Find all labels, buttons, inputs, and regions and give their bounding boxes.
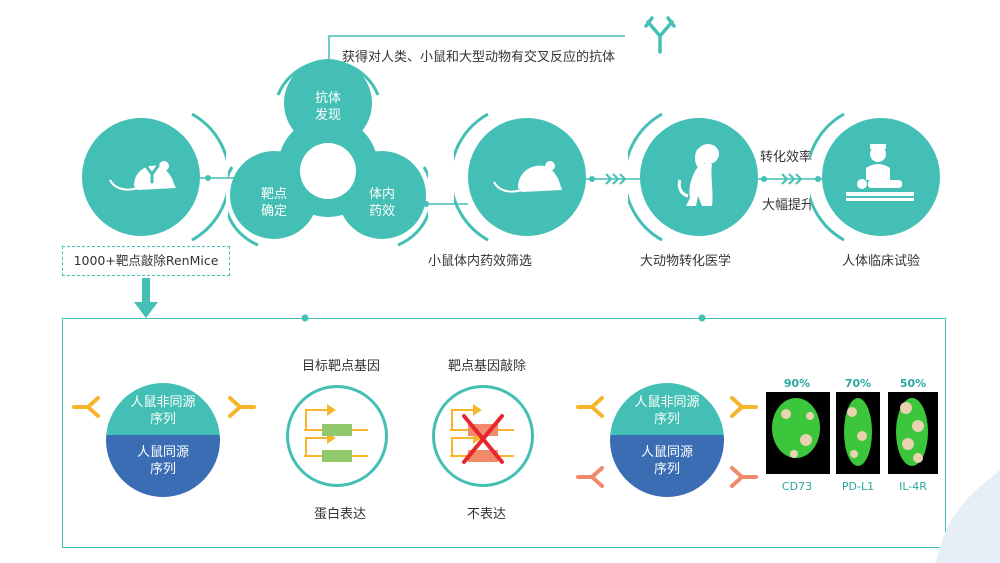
- mouse-arc: [454, 112, 489, 242]
- left-antibodies: [72, 396, 256, 418]
- dog-icon: [677, 144, 719, 206]
- stage-label-mouse: 小鼠体内药效筛选: [428, 254, 533, 269]
- protein-pct-pdl1: 70%: [844, 377, 872, 390]
- gene-ko-caption: 不表达: [467, 507, 507, 522]
- panel-dots: [301, 314, 706, 322]
- protein-pct-cd73: 90%: [783, 377, 811, 390]
- protein-pct-il4r: 50%: [899, 377, 927, 390]
- gene-target-title: 目标靶点基因: [302, 359, 381, 374]
- right-sphere: 人鼠非同源 序列 人鼠同源 序列: [610, 383, 724, 497]
- protein-structure-pdl1: [836, 392, 880, 474]
- connector-2: [420, 201, 468, 207]
- protein-name-il4r: IL-4R: [899, 480, 927, 493]
- left-sphere: 人鼠非同源 序列 人鼠同源 序列: [106, 383, 220, 497]
- protein-structure-il4r: [888, 392, 938, 474]
- human-arc: [810, 112, 845, 242]
- decorative-corner: [936, 470, 1000, 563]
- protein-name-pdl1: PD-L1: [841, 480, 875, 493]
- gene-expression-icon: [304, 404, 368, 462]
- connector-1: [200, 175, 240, 181]
- trefoil-left-label: 靶点 确定: [260, 187, 287, 219]
- transform-top-label: 转化效率: [760, 150, 813, 165]
- right-sphere-top: 人鼠非同源 序列: [634, 395, 700, 427]
- renmice-box: 1000+靶点敲除RenMice: [62, 246, 230, 276]
- left-sphere-top: 人鼠非同源 序列: [130, 395, 196, 427]
- antibody-caption: 获得对人类、小鼠和大型动物有交叉反应的抗体: [342, 50, 616, 65]
- protein-name-cd73: CD73: [781, 480, 813, 493]
- gene-ko-title: 靶点基因敲除: [448, 359, 527, 374]
- stage-label-human: 人体临床试验: [842, 254, 921, 269]
- trefoil-right-label: 体内 药效: [368, 187, 395, 219]
- right-antibodies: [576, 396, 758, 488]
- right-sphere-bottom: 人鼠同源 序列: [640, 445, 693, 477]
- down-arrow: [134, 278, 158, 318]
- protein-structure-cd73: [766, 392, 830, 474]
- gene-target-caption: 蛋白表达: [314, 507, 367, 522]
- stage-label-dog: 大动物转化医学: [640, 254, 732, 269]
- gene-ko-circle: [432, 385, 534, 487]
- renmice-arc: [191, 112, 226, 242]
- trefoil-shape: [228, 59, 428, 247]
- left-sphere-bottom: 人鼠同源 序列: [136, 445, 189, 477]
- mouse-antibody-icon: [109, 161, 176, 191]
- antibody-icon: [644, 16, 676, 54]
- transform-bottom-label: 大幅提升: [762, 198, 815, 213]
- doctor-patient-icon: [846, 144, 914, 201]
- chevron-connector-2: [758, 173, 824, 185]
- dog-arc: [628, 112, 663, 242]
- mouse-icon: [493, 161, 562, 193]
- chevron-connector-1: [586, 173, 642, 185]
- gene-knockout-icon: [450, 404, 514, 464]
- gene-target-circle: [286, 385, 388, 487]
- bottom-panel: [62, 318, 946, 548]
- trefoil-top-label: 抗体 发现: [314, 91, 341, 123]
